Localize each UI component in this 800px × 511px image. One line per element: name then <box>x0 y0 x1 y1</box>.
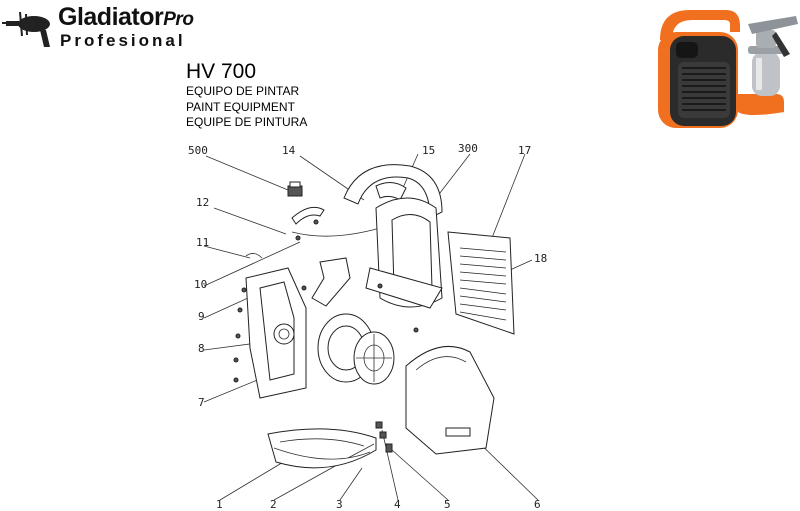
brand-pro: Pro <box>163 9 194 30</box>
label-5: 5 <box>444 498 451 511</box>
product-photo <box>658 10 798 128</box>
brand-subtitle: Profesional <box>60 31 186 50</box>
label-3: 3 <box>336 498 343 511</box>
part-6-front-cover <box>405 345 495 455</box>
subtitle-en: PAINT EQUIPMENT <box>186 99 295 114</box>
part-500-switch <box>287 181 303 197</box>
label-300: 300 <box>458 142 478 155</box>
label-4: 4 <box>394 498 401 511</box>
part-labels: 500 14 15 300 17 18 12 11 10 9 8 7 1 2 3… <box>188 142 547 511</box>
parts-2-5-fasteners <box>347 421 393 459</box>
label-11: 11 <box>196 236 209 249</box>
exploded-parts-diagram: 500 14 15 300 17 18 12 11 10 9 8 7 1 2 3… <box>188 142 547 511</box>
label-7: 7 <box>198 396 205 409</box>
subtitle-pt: EQUIPE DE PINTURA <box>186 115 308 129</box>
subtitle-es: EQUIPO DE PINTAR <box>186 84 300 98</box>
label-1: 1 <box>216 498 223 511</box>
label-500: 500 <box>188 144 208 157</box>
label-15: 15 <box>422 144 435 157</box>
label-18: 18 <box>534 252 547 265</box>
brand-name: GladiatorPro <box>58 3 194 31</box>
label-6: 6 <box>534 498 541 511</box>
leader-lines <box>203 153 539 501</box>
label-14: 14 <box>282 144 296 157</box>
label-12: 12 <box>196 196 209 209</box>
model-title: HV 700 <box>186 60 257 83</box>
title-block: HV 700 EQUIPO DE PINTAR PAINT EQUIPMENT … <box>186 60 307 131</box>
label-9: 9 <box>198 310 205 323</box>
part-7-frame <box>245 267 307 399</box>
part-12-arc <box>291 227 381 237</box>
brand-logo: GladiatorPro Profesional <box>0 0 230 56</box>
screws <box>233 219 419 383</box>
label-8: 8 <box>198 342 205 355</box>
part-17-grille <box>447 231 515 335</box>
part-1-base <box>267 428 377 469</box>
label-2: 2 <box>270 498 277 511</box>
part-300-housing <box>365 197 443 309</box>
paint-gun-logo-icon <box>2 11 50 47</box>
part-motor-fan <box>317 313 395 385</box>
part-10-duct <box>245 253 351 307</box>
label-10: 10 <box>194 278 207 291</box>
part-12-bracket <box>291 206 325 225</box>
label-17: 17 <box>518 144 531 157</box>
